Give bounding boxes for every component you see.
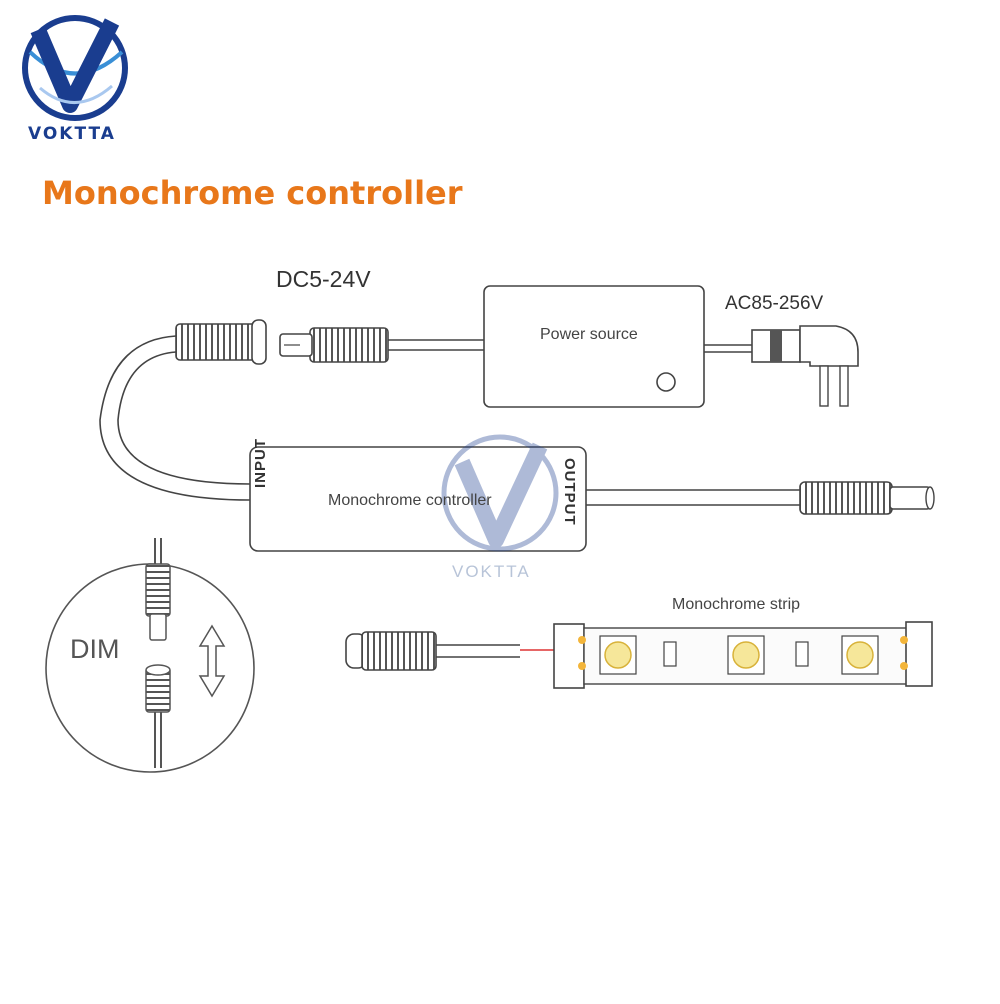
double-arrow-icon [198, 624, 226, 698]
page-title: Monochrome controller [42, 174, 463, 212]
controller-output-label: OUTPUT [561, 458, 578, 526]
v-globe-logo-icon [22, 15, 128, 121]
resistor [663, 641, 677, 667]
psu-dc-cable [388, 339, 484, 351]
led-chip [841, 635, 879, 675]
controller-input-label: INPUT [252, 438, 269, 488]
watermark-name: VOKTTA [452, 562, 531, 581]
led-chip [727, 635, 765, 675]
dim-female-jack [145, 664, 171, 768]
dc-voltage-label: DC5-24V [276, 266, 371, 292]
dim-label: DIM [70, 634, 120, 664]
dc-male-plug [279, 327, 389, 363]
ac-plug-icon [751, 325, 859, 407]
strip-dc-jack [345, 631, 437, 671]
brand-name: VOKTTA [28, 124, 116, 144]
power-source-box [483, 285, 705, 408]
strip-label: Monochrome strip [672, 596, 801, 613]
dim-male-plug [145, 538, 171, 641]
ac-voltage-label: AC85-256V [725, 293, 824, 314]
power-source-label: Power source [540, 326, 638, 343]
ac-cable [704, 344, 752, 353]
input-cable-inner [117, 351, 251, 485]
controller-box [249, 446, 587, 552]
output-cable [586, 489, 800, 506]
output-dc-plug [799, 481, 935, 515]
strip-wire [436, 644, 520, 658]
resistor [795, 641, 809, 667]
led-chip [599, 635, 637, 675]
dc-female-jack [175, 319, 267, 365]
watermark-logo-icon [441, 434, 559, 552]
controller-label: Monochrome controller [328, 492, 492, 509]
power-led-icon [656, 372, 676, 392]
input-cable [99, 335, 251, 501]
